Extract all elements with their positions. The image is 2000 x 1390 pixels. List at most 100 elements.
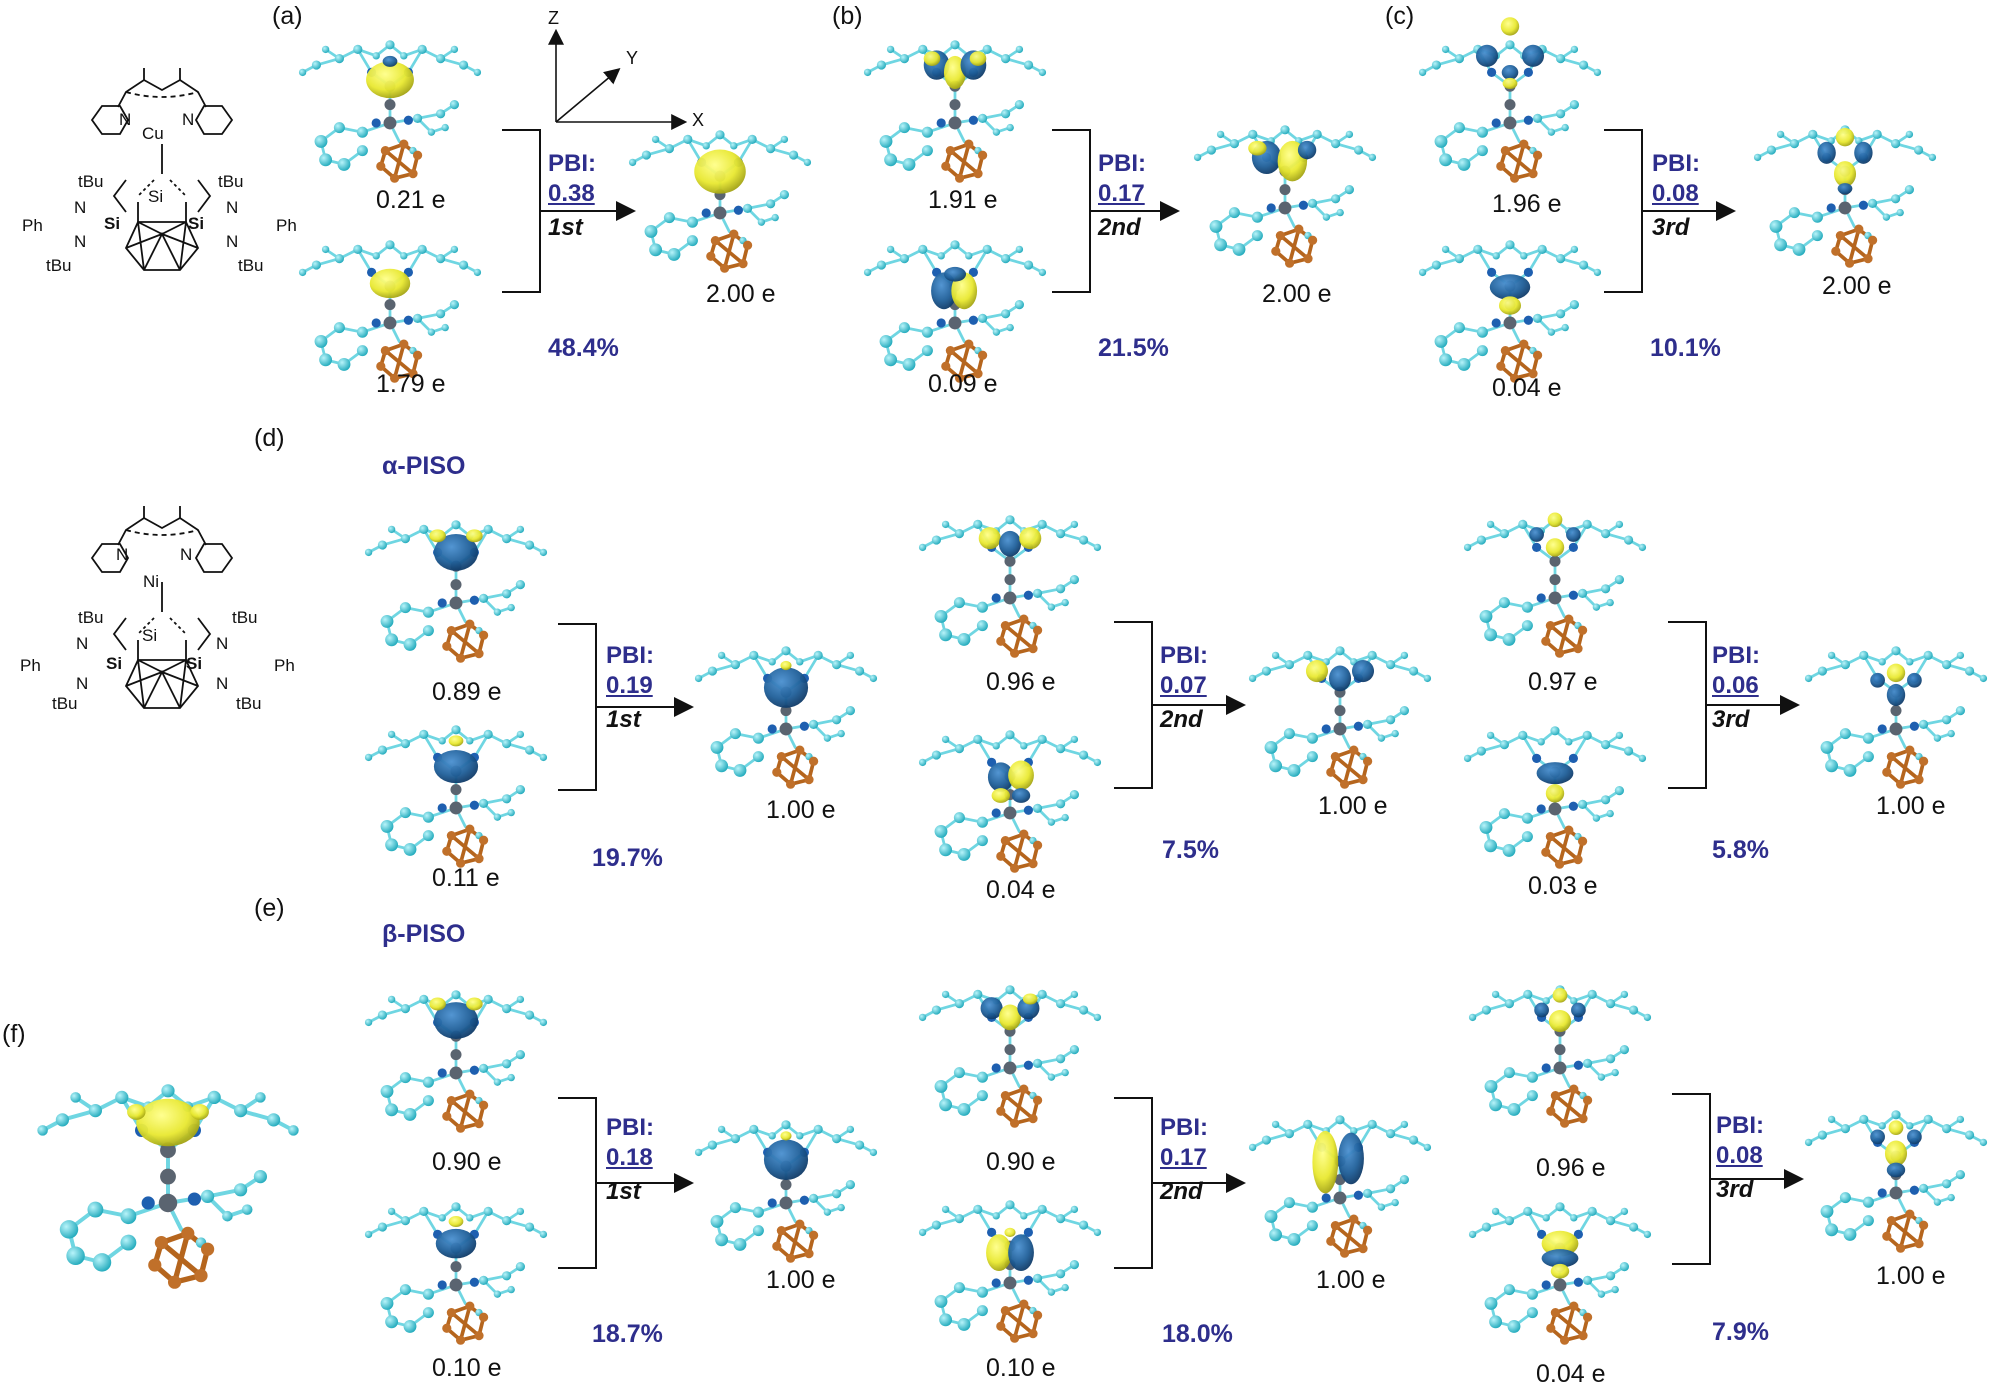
panel-d-g1-bottom-electrons: 0.11 e <box>432 864 500 892</box>
ni-lewis-structure-amidinates <box>112 617 212 651</box>
panel-d-g3-bottom-molecule <box>1462 724 1648 871</box>
ni-struct-tbu-4: tBu <box>236 694 262 713</box>
panel-e-g2-top-molecule <box>917 983 1103 1130</box>
panel-a-pbi-order: 1st <box>548 214 583 241</box>
panel-e-g2-pbi-title: PBI: <box>1160 1114 1208 1141</box>
axis-y-label: Y <box>626 48 639 68</box>
panel-d-g3-top-electrons: 0.97 e <box>1528 668 1598 696</box>
panel-a-pbi-title: PBI: <box>548 150 596 177</box>
cu-lewis-structure-si-bonds <box>137 179 187 197</box>
panel-e-g1-pbi-order: 1st <box>606 1178 641 1205</box>
panel-d-g3-bottom-molecule-orbital-lobe-0 <box>1536 762 1574 785</box>
axis-x-label: X <box>692 110 705 130</box>
ni-struct-n-right: N <box>180 545 193 564</box>
panel-e-g2-top-molecule-orbital-lobe-1 <box>998 1004 1022 1031</box>
panel-d-g2-pbi: PBI: 0.07 2nd <box>1160 644 1270 732</box>
panel-c-bottom-molecule <box>1417 238 1603 385</box>
panel-f-molecule-orbital-lobe-1 <box>127 1104 146 1120</box>
panel-e-g2-pbi-value: 0.17 <box>1160 1144 1207 1171</box>
panel-e-g3-bottom-molecule <box>1467 1200 1653 1347</box>
panel-e-g1-percent: 18.7% <box>592 1320 663 1348</box>
panel-b-top-molecule-orbital-lobe-1 <box>943 55 967 89</box>
panel-a-result-electrons: 2.00 e <box>706 280 776 308</box>
panel-d-g3-top-molecule-skeleton <box>1462 513 1648 660</box>
panel-e-g3-percent: 7.9% <box>1712 1318 1769 1346</box>
ni-struct-si-center: Si <box>142 626 158 645</box>
panel-b-top-molecule-orbital-lobe-3 <box>969 51 987 66</box>
panel-c-top-molecule-orbital-lobe-3 <box>1501 65 1519 80</box>
cu-struct-n-6: N <box>226 232 239 251</box>
cu-struct-ph-right: Ph <box>276 216 297 235</box>
panel-e-g2-result-molecule-orbital-lobe-1 <box>1338 1132 1364 1185</box>
panel-e-g2-bottom-molecule <box>917 1198 1103 1345</box>
panel-e-g1-result-molecule-orbital-lobe-1 <box>780 1131 792 1141</box>
panel-e-g1-bottom-molecule <box>363 1200 549 1347</box>
ni-lewis-structure-si-bonds <box>137 617 187 635</box>
panel-d-g3-pbi-value: 0.06 <box>1712 672 1759 699</box>
panel-d-g1-result-molecule <box>693 644 879 791</box>
panel-b-pbi-order: 2nd <box>1098 214 1141 241</box>
panel-a-pbi-value: 0.38 <box>548 180 595 207</box>
panel-d-g3-result-molecule-orbital-lobe-3 <box>1886 683 1906 706</box>
panel-e-g3-top-molecule <box>1467 983 1653 1130</box>
panel-d-g3-bottom-electrons: 0.03 e <box>1528 872 1598 900</box>
panel-d-g2-bottom-molecule <box>917 728 1103 875</box>
panel-e-g2-pbi-order: 2nd <box>1160 1178 1203 1205</box>
panel-e-g2-top-molecule-orbital-lobe-3 <box>1022 993 1038 1005</box>
panel-e-g2-bottom-molecule-skeleton <box>917 1198 1103 1345</box>
panel-d-g1-top-electrons: 0.89 e <box>432 678 502 706</box>
cu-struct-n-right: N <box>182 110 195 129</box>
panel-c-pbi-title: PBI: <box>1652 150 1700 177</box>
panel-c-percent: 10.1% <box>1650 334 1721 362</box>
panel-a-bottom-electrons: 1.79 e <box>376 370 446 398</box>
cu-struct-metal: Cu <box>142 124 164 143</box>
panel-d-g3-bottom-molecule-orbital-lobe-1 <box>1545 784 1565 803</box>
cu-lewis-structure-cc-links <box>137 202 187 222</box>
panel-d-g2-top-molecule-orbital-lobe-1 <box>998 530 1022 557</box>
cu-lewis-structure <box>90 68 234 271</box>
panel-e-g2-result-molecule-orbital-lobe-0 <box>1312 1130 1339 1194</box>
panel-d-g1-top-molecule-orbital-lobe-1 <box>429 529 446 543</box>
beta-piso-header: β-PISO <box>382 920 466 948</box>
ni-lewis-structure-cc-links <box>137 640 187 660</box>
panel-a-bottom-molecule-orbital-lobe-0 <box>369 268 411 299</box>
ni-struct-ph-right: Ph <box>274 656 295 675</box>
panel-e-g3-result-molecule-orbital-lobe-3 <box>1884 1140 1908 1167</box>
panel-e-g3-result-molecule-orbital-lobe-1 <box>1870 1129 1885 1145</box>
panel-d-g1-result-molecule-orbital-lobe-1 <box>780 660 792 671</box>
panel-e-g3-top-molecule-orbital-lobe-0 <box>1552 987 1568 1003</box>
panel-c-top-molecule-orbital-lobe-1 <box>1475 44 1499 67</box>
panel-c-result-electrons: 2.00 e <box>1822 272 1892 300</box>
panel-label-f: (f) <box>2 1020 26 1048</box>
panel-c-bottom-electrons: 0.04 e <box>1492 374 1562 402</box>
panel-f-molecule <box>37 1084 298 1289</box>
panel-e-g3-result-molecule <box>1803 1108 1989 1255</box>
ni-lewis-structure-deloc <box>125 529 199 536</box>
panel-c-bracket <box>1604 129 1643 293</box>
panel-b-percent: 21.5% <box>1098 334 1169 362</box>
panel-c-top-molecule-orbital-lobe-4 <box>1502 77 1518 89</box>
cu-struct-ph-left: Ph <box>22 216 43 235</box>
panel-e-g1-pbi: PBI: 0.18 1st <box>606 1116 716 1204</box>
panel-c-top-molecule-orbital-lobe-2 <box>1521 44 1545 67</box>
panel-d-g2-bottom-molecule-orbital-lobe-3 <box>1011 788 1031 803</box>
panel-c-result-molecule-orbital-lobe-2 <box>1854 141 1873 164</box>
panel-d-g2-bottom-molecule-orbital-lobe-2 <box>991 788 1010 803</box>
panel-a-top-molecule-orbital-lobe-1 <box>382 55 398 67</box>
panel-c-result-molecule <box>1752 123 1938 270</box>
panel-d-g3-pbi-title: PBI: <box>1712 642 1760 669</box>
panel-c-result-molecule-orbital-lobe-3 <box>1833 161 1857 187</box>
panel-e-g2-top-electrons: 0.90 e <box>986 1148 1056 1176</box>
ni-struct-n-5: N <box>76 674 89 693</box>
panel-d-g2-top-molecule-orbital-lobe-2 <box>1019 527 1042 550</box>
panel-c-result-molecule-orbital-lobe-1 <box>1817 141 1836 164</box>
panel-e-g1-bottom-molecule-orbital-lobe-0 <box>435 1228 477 1259</box>
panel-d-g2-pbi-title: PBI: <box>1160 642 1208 669</box>
panel-d-g1-top-molecule-orbital-lobe-2 <box>466 529 483 543</box>
panel-e-g2-result-electrons: 1.00 e <box>1316 1266 1386 1294</box>
panel-d-g2-bottom-molecule-orbital-lobe-1 <box>1008 760 1034 790</box>
panel-c-pbi-value: 0.08 <box>1652 180 1699 207</box>
panel-e-g2-bottom-molecule-orbital-lobe-2 <box>1004 1227 1016 1237</box>
panel-e-g3-bracket <box>1672 1093 1711 1265</box>
